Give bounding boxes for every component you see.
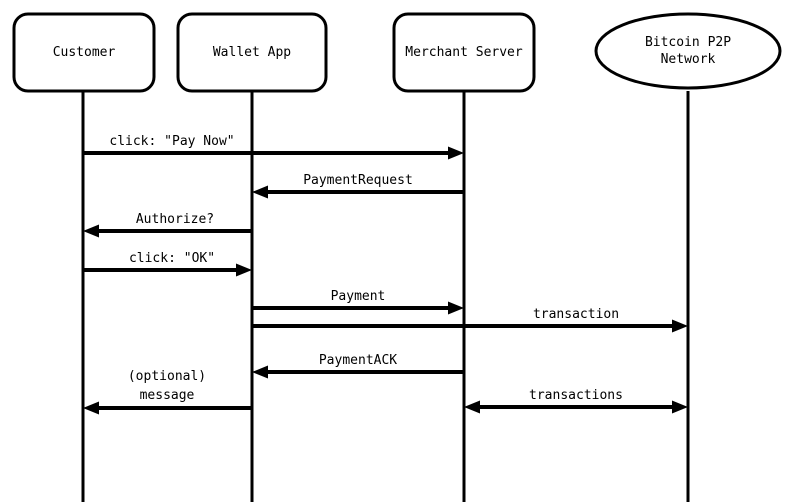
participant-label-wallet: Wallet App [213,45,291,60]
message-1-customer-to-merchant[interactable]: click: "Pay Now" [83,134,464,160]
message-arrowhead [672,319,688,333]
message-arrowhead [448,146,464,160]
participant-label-merchant: Merchant Server [405,45,523,60]
message-4-customer-to-wallet[interactable]: click: "OK" [83,251,252,277]
message-6-wallet-to-bitcoin[interactable]: transaction [252,307,688,333]
message-label: PaymentACK [319,353,397,368]
participant-label-bitcoin: Network [661,52,716,67]
lifelines-group [81,91,690,502]
message-label: Payment [331,289,386,304]
participant-box-customer [12,12,156,93]
message-3-wallet-to-customer[interactable]: Authorize? [83,212,252,238]
participants-group: Customer Wallet App Merchant Server Bitcoin… [12,12,782,93]
message-arrowhead [464,400,480,414]
message-arrowhead [252,365,268,379]
participant-bitcoin[interactable]: Bitcoin P2P Network [594,12,782,90]
participant-wallet[interactable]: Wallet App [176,12,328,93]
message-arrowhead [672,400,688,414]
message-7-merchant-to-wallet[interactable]: PaymentACK [252,353,464,379]
participant-label-bitcoin: Bitcoin P2P [645,35,731,50]
message-2-merchant-to-wallet[interactable]: PaymentRequest [252,173,464,199]
message-label: message [140,388,195,403]
message-label: PaymentRequest [303,173,413,188]
message-label: click: "OK" [129,251,215,266]
message-8-wallet-to-customer[interactable]: (optional) message [83,369,252,415]
message-label: click: "Pay Now" [109,134,234,149]
participant-box-wallet [176,12,328,93]
message-5-wallet-to-merchant[interactable]: Payment [252,289,464,315]
participant-merchant[interactable]: Merchant Server [392,12,536,93]
message-arrowhead [236,263,252,277]
message-arrowhead [448,301,464,315]
participant-customer[interactable]: Customer [12,12,156,93]
participant-ellipse-bitcoin [594,12,782,90]
message-label: Authorize? [136,212,214,227]
message-9-merchant-to-bitcoin[interactable]: transactions [464,388,688,414]
message-label: transaction [533,307,619,322]
message-label: transactions [529,388,623,403]
message-label: (optional) [128,369,206,384]
participant-label-customer: Customer [53,45,116,60]
messages-group: click: "Pay Now" PaymentRequestAuthorize?… [83,134,688,415]
message-arrowhead [83,401,99,415]
message-arrowhead [83,224,99,238]
participant-box-merchant [392,12,536,93]
message-arrowhead [252,185,268,199]
